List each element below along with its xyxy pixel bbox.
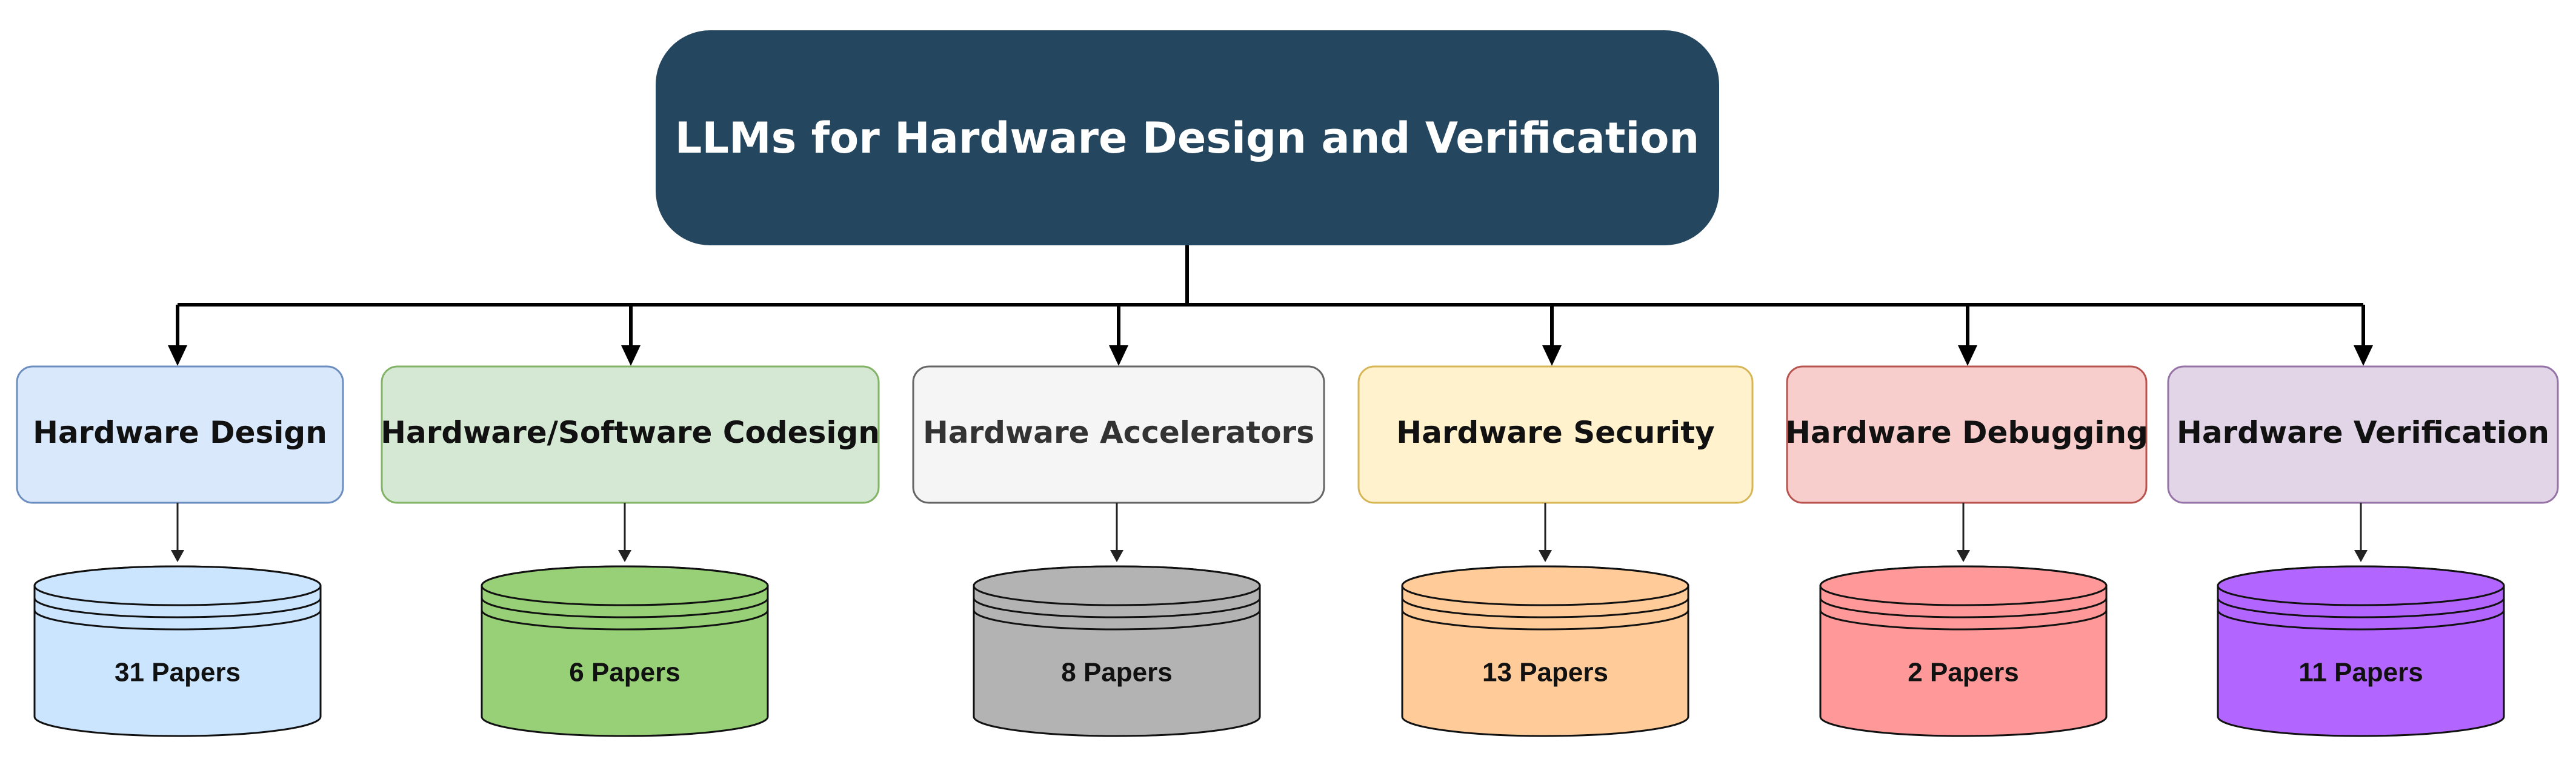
database-icon-hardware-verification: 11 Papers: [2217, 565, 2505, 737]
branch-arrowhead-hardware-design: [168, 345, 187, 366]
category-label-hardware-verification: Hardware Verification: [2177, 415, 2549, 450]
category-box-hardware-security: [1357, 365, 1754, 504]
category-box-hardware-design: [16, 365, 344, 504]
category-box-hardware-debugging: [1786, 365, 2148, 504]
branch-arrowhead-hardware-accelerators: [1109, 345, 1128, 366]
branch-arrowhead-hardware-security: [1542, 345, 1562, 366]
paper-count-hardware-software-codesign: 6 Papers: [569, 658, 680, 688]
paper-count-hardware-security: 13 Papers: [1482, 658, 1608, 688]
database-icon-hardware-accelerators: 8 Papers: [973, 565, 1261, 737]
branch-arrows: [168, 305, 2373, 366]
category-label-hardware-debugging: Hardware Debugging: [1785, 415, 2148, 450]
category-box-hardware-software-codesign: [381, 365, 880, 504]
category-hardware-debugging: Hardware Debugging 2 Papers: [1785, 365, 2148, 737]
root-box: [656, 30, 1719, 245]
category-hardware-design: Hardware Design 31 Papers: [16, 365, 344, 737]
category-hardware-software-codesign: Hardware/Software Codesign 6 Papers: [381, 365, 880, 737]
branch-arrowhead-hardware-verification: [2354, 345, 2373, 366]
database-icon-hardware-security: 13 Papers: [1401, 565, 1689, 737]
category-hardware-accelerators: Hardware Accelerators 8 Papers: [912, 365, 1325, 737]
db-arrowhead-hardware-verification: [2354, 550, 2368, 562]
connectors: [178, 245, 2363, 307]
category-row: Hardware Design 31 Papers Hardware/Softwar…: [16, 365, 2559, 737]
database-icon-hardware-debugging: 2 Papers: [1819, 565, 2108, 737]
branch-arrowhead-hardware-debugging: [1958, 345, 1977, 366]
db-arrowhead-hardware-software-codesign: [618, 550, 631, 562]
category-box-hardware-verification: [2167, 365, 2559, 504]
category-hardware-verification: Hardware Verification 11 Papers: [2167, 365, 2559, 737]
database-icon-hardware-software-codesign: 6 Papers: [481, 565, 769, 737]
root-node: LLMs for Hardware Design and Verificatio…: [656, 30, 1719, 245]
db-arrowhead-hardware-security: [1539, 550, 1552, 562]
root-title: LLMs for Hardware Design and Verificatio…: [675, 113, 1700, 163]
database-icon-hardware-design: 31 Papers: [33, 565, 322, 737]
db-arrowhead-hardware-accelerators: [1110, 550, 1123, 562]
category-label-hardware-security: Hardware Security: [1396, 415, 1714, 450]
category-label-hardware-accelerators: Hardware Accelerators: [923, 415, 1314, 450]
paper-count-hardware-verification: 11 Papers: [2298, 658, 2423, 688]
paper-count-hardware-debugging: 2 Papers: [1908, 658, 2019, 688]
category-label-hardware-design: Hardware Design: [33, 415, 327, 450]
paper-count-hardware-accelerators: 8 Papers: [1061, 658, 1172, 688]
branch-arrowhead-hardware-software-codesign: [621, 345, 641, 366]
db-arrowhead-hardware-design: [171, 550, 184, 562]
db-arrowhead-hardware-debugging: [1957, 550, 1970, 562]
category-label-hardware-software-codesign: Hardware/Software Codesign: [381, 415, 880, 450]
paper-count-hardware-design: 31 Papers: [115, 658, 241, 688]
category-hardware-security: Hardware Security 13 Papers: [1357, 365, 1754, 737]
category-box-hardware-accelerators: [912, 365, 1325, 504]
